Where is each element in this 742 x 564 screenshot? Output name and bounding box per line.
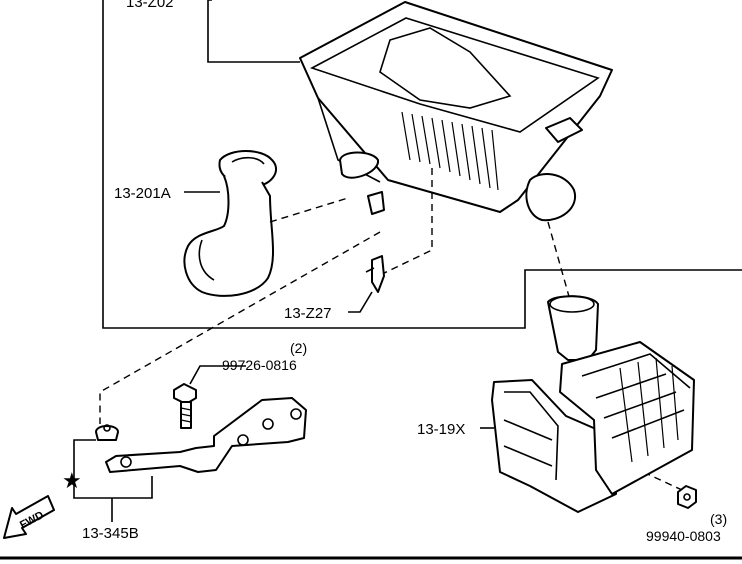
bolt-part [173, 383, 197, 429]
leader-top-cover [207, 0, 300, 63]
clip-part [365, 255, 385, 293]
intake-duct [183, 150, 277, 297]
star-mark: ★ [62, 469, 82, 494]
label-intake-duct: 13-201A [114, 185, 171, 202]
dash-case-to-resonator [547, 221, 571, 301]
grommet-part [95, 424, 119, 441]
leader-bolt [189, 365, 246, 385]
assembly-frame [102, 0, 742, 329]
label-bracket: 13-345B [82, 525, 139, 542]
label-nut-qty: (3) [710, 511, 727, 527]
resonator-part [491, 295, 695, 513]
nut-part [677, 485, 697, 509]
label-resonator: 13-19X [417, 421, 465, 438]
label-bolt-qty: (2) [290, 340, 307, 356]
label-clip: 13-Z27 [284, 305, 332, 322]
case-ribs [401, 111, 499, 191]
label-nut: 99940-0803 [646, 528, 721, 544]
leader-clip [348, 291, 373, 313]
air-cleaner-case [299, 1, 613, 222]
dash-duct-to-case [269, 197, 349, 223]
forward-arrow-icon: FWD [3, 495, 55, 539]
label-top-cover: 13-Z02 [126, 0, 174, 11]
label-bolt: 99726-0816 [222, 357, 297, 373]
leader-bracket [73, 439, 153, 499]
dash-case-to-clip [377, 168, 433, 277]
bracket-part [105, 397, 307, 473]
